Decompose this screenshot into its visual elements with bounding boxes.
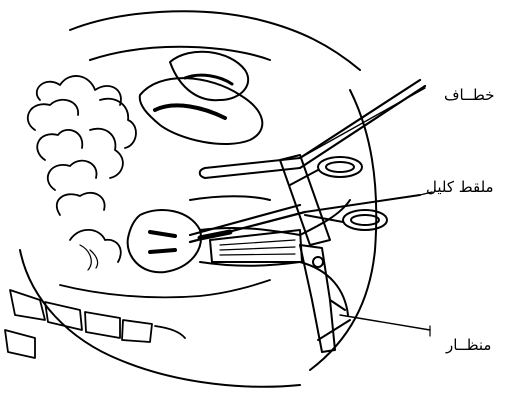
uterus-outline — [140, 52, 263, 144]
intestines — [28, 76, 136, 270]
speculum-instrument — [210, 155, 350, 352]
speculum-label: منظــار — [446, 338, 491, 353]
forceps-instrument — [190, 195, 420, 242]
hook-leader — [300, 88, 425, 158]
perineum — [300, 200, 350, 315]
hook-label: خطــاف — [444, 88, 495, 103]
forceps-label: ملقط كليل — [426, 180, 494, 195]
spine — [5, 280, 270, 358]
hook-instrument — [200, 80, 425, 185]
